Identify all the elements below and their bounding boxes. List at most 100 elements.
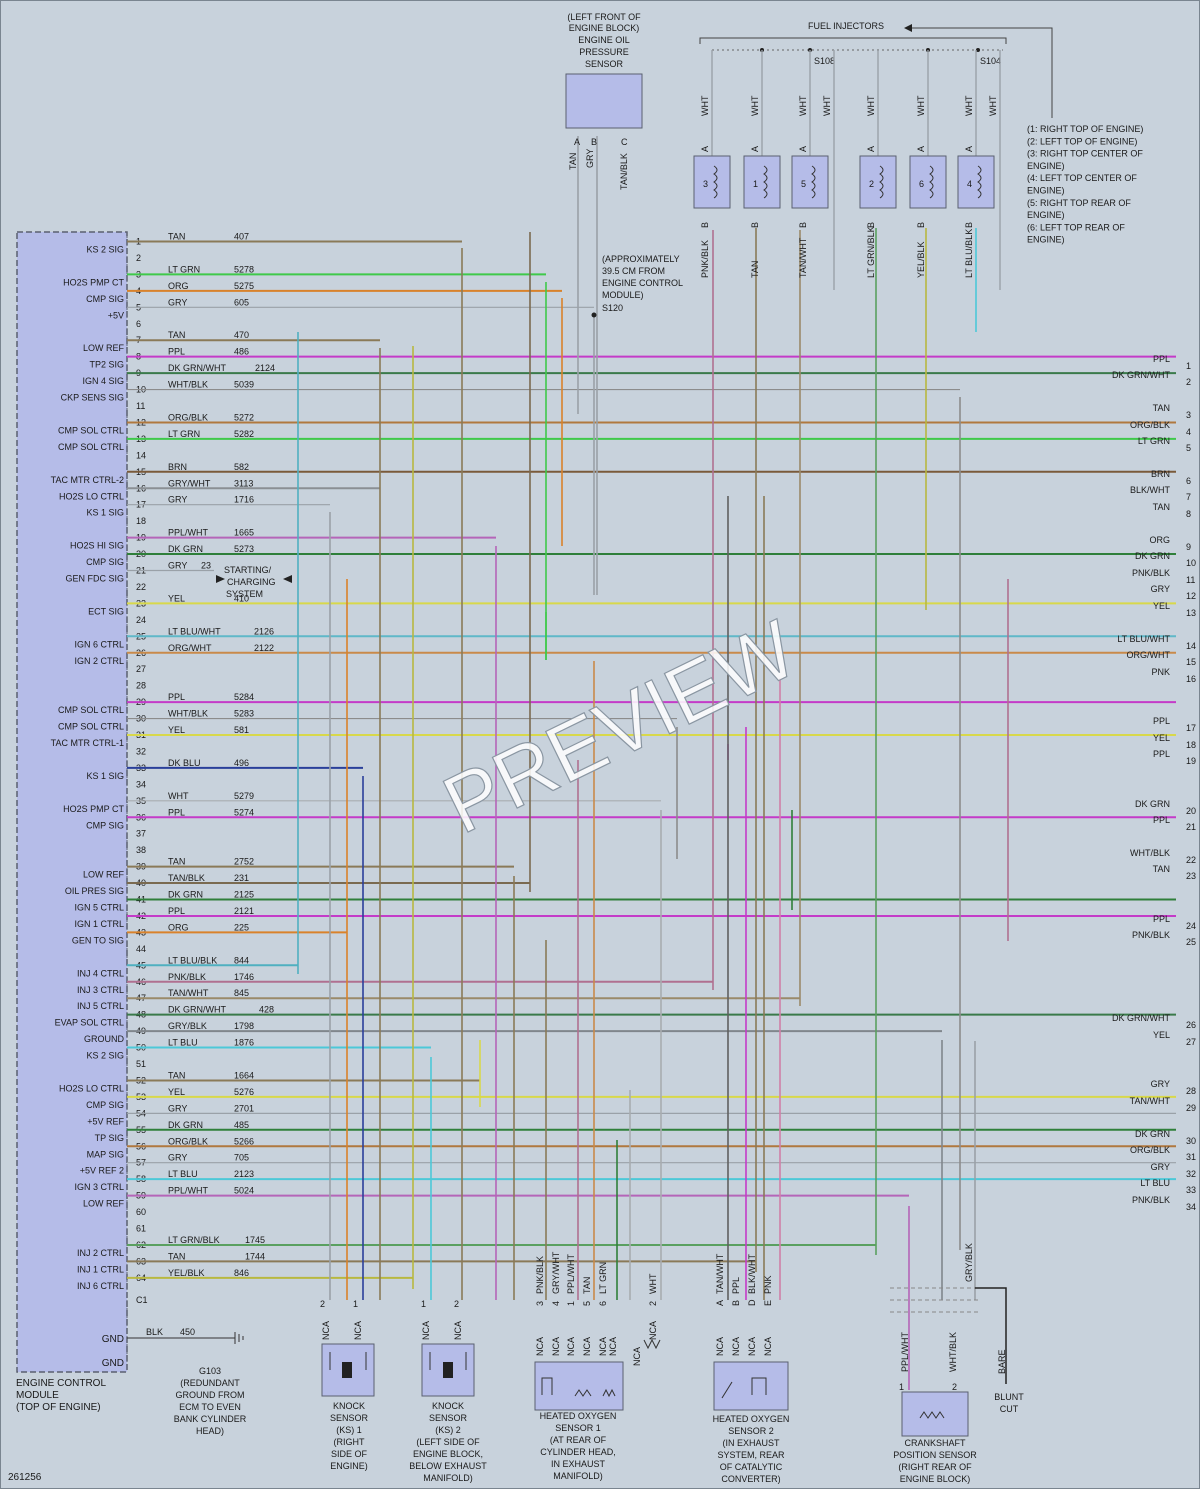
wire-circuit-label: 1744 bbox=[245, 1251, 265, 1261]
injector-pin-b: B bbox=[916, 222, 926, 228]
right-output-number: 16 bbox=[1186, 674, 1196, 684]
ho2s1-pin: 5 bbox=[582, 1301, 592, 1306]
wire-color-label: PPL bbox=[168, 906, 185, 916]
injector-box bbox=[743, 155, 781, 209]
wire-circuit-label: 496 bbox=[234, 758, 249, 768]
ks1-label-3: (KS) 1 bbox=[336, 1425, 362, 1435]
right-output-label: PPL bbox=[1153, 716, 1170, 726]
right-output-number: 26 bbox=[1186, 1020, 1196, 1030]
injector-location-note: ENGINE) bbox=[1027, 161, 1065, 171]
ecm-pin-label: KS 1 SIG bbox=[86, 508, 124, 518]
heated-oxygen-sensor-1: PNK/BLK3NCAGRY/WHT4NCAPPL/WHT1NCATAN5NCA… bbox=[534, 1251, 661, 1481]
right-output-label: GRY bbox=[1151, 584, 1170, 594]
right-output-number: 8 bbox=[1186, 509, 1191, 519]
wire-color-label: LT GRN/BLK bbox=[168, 1235, 220, 1245]
oil-sensor-line-2: ENGINE BLOCK) bbox=[569, 23, 640, 33]
wire-circuit-label: 605 bbox=[234, 297, 249, 307]
injector-location-note: ENGINE) bbox=[1027, 186, 1065, 196]
wire-circuit-label: 2123 bbox=[234, 1169, 254, 1179]
right-output-label: BRN bbox=[1151, 469, 1170, 479]
wire-color-label: GRY bbox=[168, 561, 187, 571]
wire-color-label: WHT/BLK bbox=[168, 380, 208, 390]
wire-circuit-label: 5279 bbox=[234, 791, 254, 801]
right-output-label: TAN bbox=[1153, 403, 1170, 413]
right-output-number: 27 bbox=[1186, 1037, 1196, 1047]
ho2s1-nca: NCA bbox=[566, 1337, 576, 1356]
ks1-pin-2: 2 bbox=[320, 1299, 325, 1309]
ecm-pin-number: 11 bbox=[136, 401, 145, 411]
ks2-label-3: (KS) 2 bbox=[435, 1425, 461, 1435]
ho2s1-wire: LT GRN bbox=[598, 1262, 608, 1294]
wire-circuit-label: 410 bbox=[234, 593, 249, 603]
wire-circuit-label: 1798 bbox=[234, 1021, 254, 1031]
ecm-pin-label: CMP SIG bbox=[86, 1100, 124, 1110]
ks2-label-7: MANIFOLD) bbox=[423, 1473, 473, 1483]
ecm-pin-label: OIL PRES SIG bbox=[65, 886, 124, 896]
wire-circuit-label: 407 bbox=[234, 232, 249, 242]
ecm-pin-label: LOW REF bbox=[83, 343, 125, 353]
right-output-label: DK GRN bbox=[1135, 1129, 1170, 1139]
ecm-pin-label: TP2 SIG bbox=[89, 360, 124, 370]
ho2s1-wire: GRY/WHT bbox=[551, 1251, 561, 1294]
ecm-title-line-1: ENGINE CONTROL bbox=[16, 1378, 106, 1389]
wire-circuit-label: 486 bbox=[234, 347, 249, 357]
ks2-nca-1: NCA bbox=[421, 1321, 431, 1340]
wire-circuit-label: 5278 bbox=[234, 264, 254, 274]
wire-circuit-label: 428 bbox=[259, 1005, 274, 1015]
wire-color-label: LT BLU/WHT bbox=[168, 626, 221, 636]
wire-color-label: LT GRN bbox=[168, 264, 200, 274]
wire-color-label: GRY bbox=[168, 495, 187, 505]
ecm-pin-number: 14 bbox=[136, 450, 146, 460]
injector-pin-b: B bbox=[750, 222, 760, 228]
wire-color-label: ORG bbox=[168, 281, 189, 291]
right-output-label: PPL bbox=[1153, 914, 1170, 924]
ecm-pin-number: 18 bbox=[136, 516, 146, 526]
right-output-label: PPL bbox=[1153, 749, 1170, 759]
ecm-block bbox=[16, 231, 128, 1373]
ecm-gnd-label-1: GND bbox=[102, 1334, 124, 1345]
ho2s1-label-3: (AT REAR OF bbox=[550, 1435, 607, 1445]
starting-charging-line-3: SYSTEM bbox=[226, 589, 263, 599]
wire-color-label: GRY bbox=[168, 1103, 187, 1113]
ho2s2-label-2: SENSOR 2 bbox=[728, 1426, 774, 1436]
diagram-id: 261256 bbox=[8, 1472, 42, 1483]
injector-location-note: (4: LEFT TOP CENTER OF bbox=[1027, 173, 1137, 183]
wire-circuit-label: 23 bbox=[201, 561, 211, 571]
ks1-label-1: KNOCK bbox=[333, 1401, 365, 1411]
ks1-nca-1: NCA bbox=[321, 1321, 331, 1340]
ks2-label-2: SENSOR bbox=[429, 1413, 468, 1423]
right-output-number: 6 bbox=[1186, 476, 1191, 486]
ks1-nca-2: NCA bbox=[353, 1321, 363, 1340]
right-output-label: ORG/BLK bbox=[1130, 1145, 1170, 1155]
wire-circuit-label: 582 bbox=[234, 462, 249, 472]
wire-lines bbox=[127, 240, 1176, 1279]
injector-pin-a: A bbox=[700, 146, 710, 152]
g103-line-1: G103 bbox=[199, 1366, 221, 1376]
right-output-label: GRY bbox=[1151, 1162, 1170, 1172]
right-output-number: 17 bbox=[1186, 723, 1196, 733]
ho2s1-nca: NCA bbox=[535, 1337, 545, 1356]
injector-bottom-wire: LT BLU/BLK bbox=[964, 229, 974, 278]
right-output-number: 23 bbox=[1186, 871, 1196, 881]
wire-color-label: PPL/WHT bbox=[168, 1186, 209, 1196]
ho2s2-label-1: HEATED OXYGEN bbox=[713, 1414, 790, 1424]
ecm-title-line-2: MODULE bbox=[16, 1390, 59, 1401]
injector-number: 2 bbox=[869, 179, 874, 189]
wire-color-label: PNK/BLK bbox=[168, 972, 206, 982]
wire-color-label: ORG bbox=[168, 922, 189, 932]
right-output-number: 28 bbox=[1186, 1086, 1196, 1096]
wire-circuit-label: 2701 bbox=[234, 1103, 254, 1113]
ho2s2-nca: NCA bbox=[715, 1337, 725, 1356]
wire-circuit-label: 5283 bbox=[234, 709, 254, 719]
right-output-number: 34 bbox=[1186, 1202, 1196, 1212]
ckp-label-4: ENGINE BLOCK) bbox=[900, 1474, 971, 1484]
ecm-pin-number: 2 bbox=[136, 253, 141, 263]
ho2s1-label-6: MANIFOLD) bbox=[553, 1471, 603, 1481]
ecm-pin-label: +5V REF 2 bbox=[80, 1166, 124, 1176]
injector-location-note: (6: LEFT TOP REAR OF bbox=[1027, 222, 1125, 232]
ho2s2-wire: BLK/WHT bbox=[747, 1253, 757, 1294]
wire-color-label: TAN bbox=[168, 1251, 185, 1261]
